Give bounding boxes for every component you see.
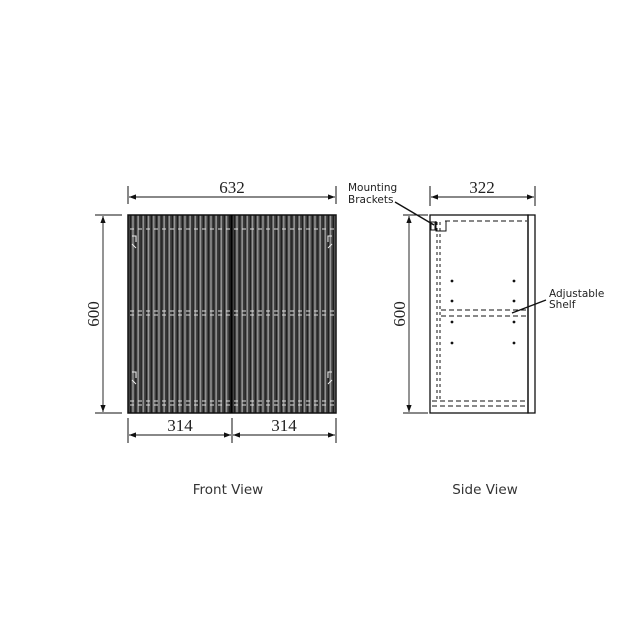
side-height-label: 600 (390, 301, 409, 327)
hinge-icon (131, 235, 333, 385)
front-view (95, 186, 337, 443)
door-right-width-label: 314 (271, 416, 297, 435)
front-width-dimension (127, 186, 337, 204)
side-cabinet (429, 214, 536, 414)
shelf-pin-holes (450, 279, 516, 345)
side-height-dimension (403, 214, 428, 414)
front-height-label: 600 (84, 301, 103, 327)
door-width-dimensions (127, 418, 337, 443)
adjustable-shelf-callout-line1: Adjustable (549, 288, 604, 300)
adjustable-shelf-callout-line2: Shelf (549, 299, 576, 311)
front-height-dimension (95, 214, 122, 414)
side-width-label: 322 (469, 178, 495, 197)
front-view-title: Front View (193, 482, 263, 498)
side-view (394, 186, 547, 414)
adjustable-shelf-leader (511, 299, 547, 314)
mounting-brackets-leader (394, 201, 435, 226)
mounting-bracket-icon (430, 221, 447, 232)
side-view-title: Side View (452, 482, 518, 498)
door-left-width-label: 314 (167, 416, 193, 435)
adjustable-shelf (441, 309, 527, 317)
mounting-brackets-callout-line1: Mounting (348, 182, 397, 194)
front-width-label: 632 (219, 178, 245, 197)
back-panel (527, 214, 536, 414)
side-width-dimension (429, 186, 536, 206)
front-cabinet (127, 214, 337, 414)
mounting-brackets-callout-line2: Brackets (348, 194, 393, 206)
